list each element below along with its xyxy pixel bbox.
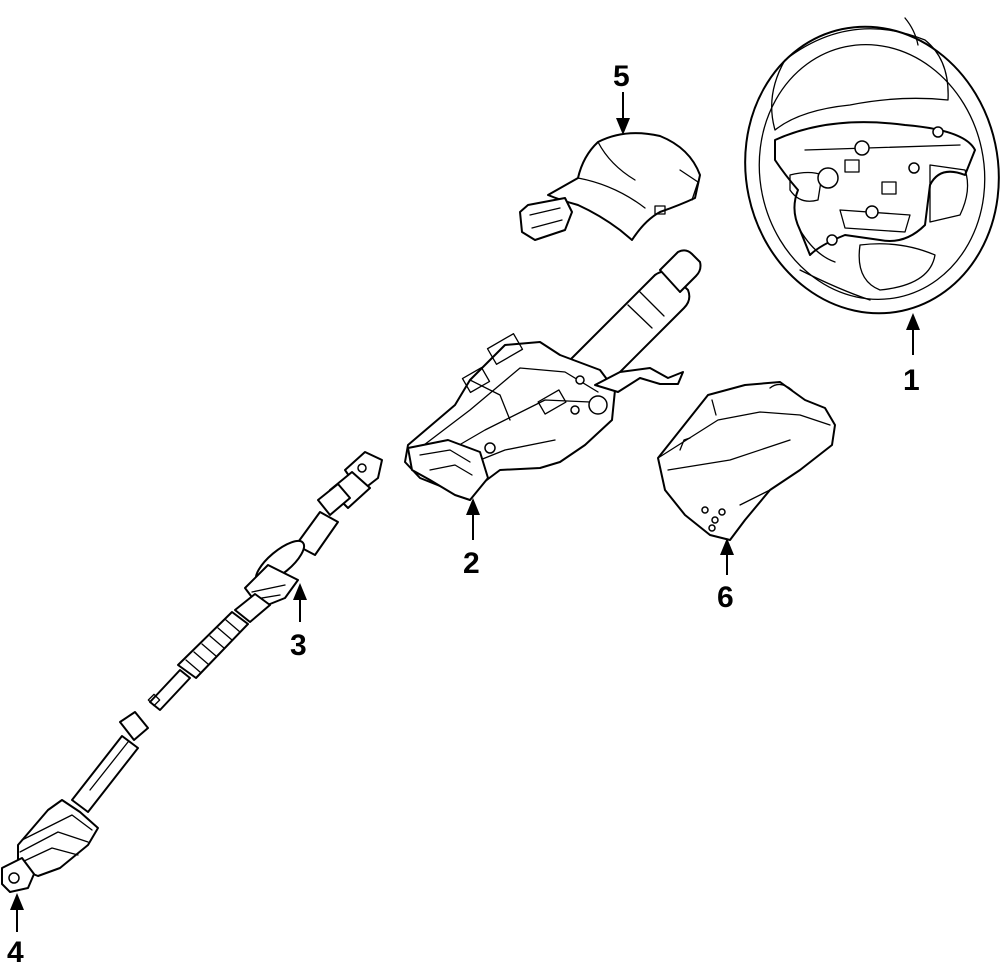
callout-5: 5 (613, 60, 630, 135)
callout-2: 2 (463, 498, 480, 580)
callout-3-label: 3 (290, 629, 307, 662)
callout-6: 6 (717, 538, 734, 614)
upper-shroud-part[interactable] (519, 132, 701, 241)
callout-6-label: 6 (717, 581, 734, 614)
callout-2-label: 2 (463, 547, 480, 580)
callout-4: 4 (7, 893, 24, 966)
lower-shaft-part[interactable] (1, 711, 149, 893)
steering-column-part[interactable] (404, 249, 702, 501)
intermediate-shaft-part[interactable] (147, 451, 383, 711)
callout-5-label: 5 (613, 60, 630, 93)
lower-shroud-part[interactable] (657, 381, 836, 541)
callout-4-label: 4 (7, 936, 24, 966)
callout-1: 1 (903, 313, 920, 397)
steering-wheel-part[interactable] (719, 3, 1000, 337)
callout-3: 3 (290, 583, 307, 662)
callout-1-label: 1 (903, 364, 920, 397)
